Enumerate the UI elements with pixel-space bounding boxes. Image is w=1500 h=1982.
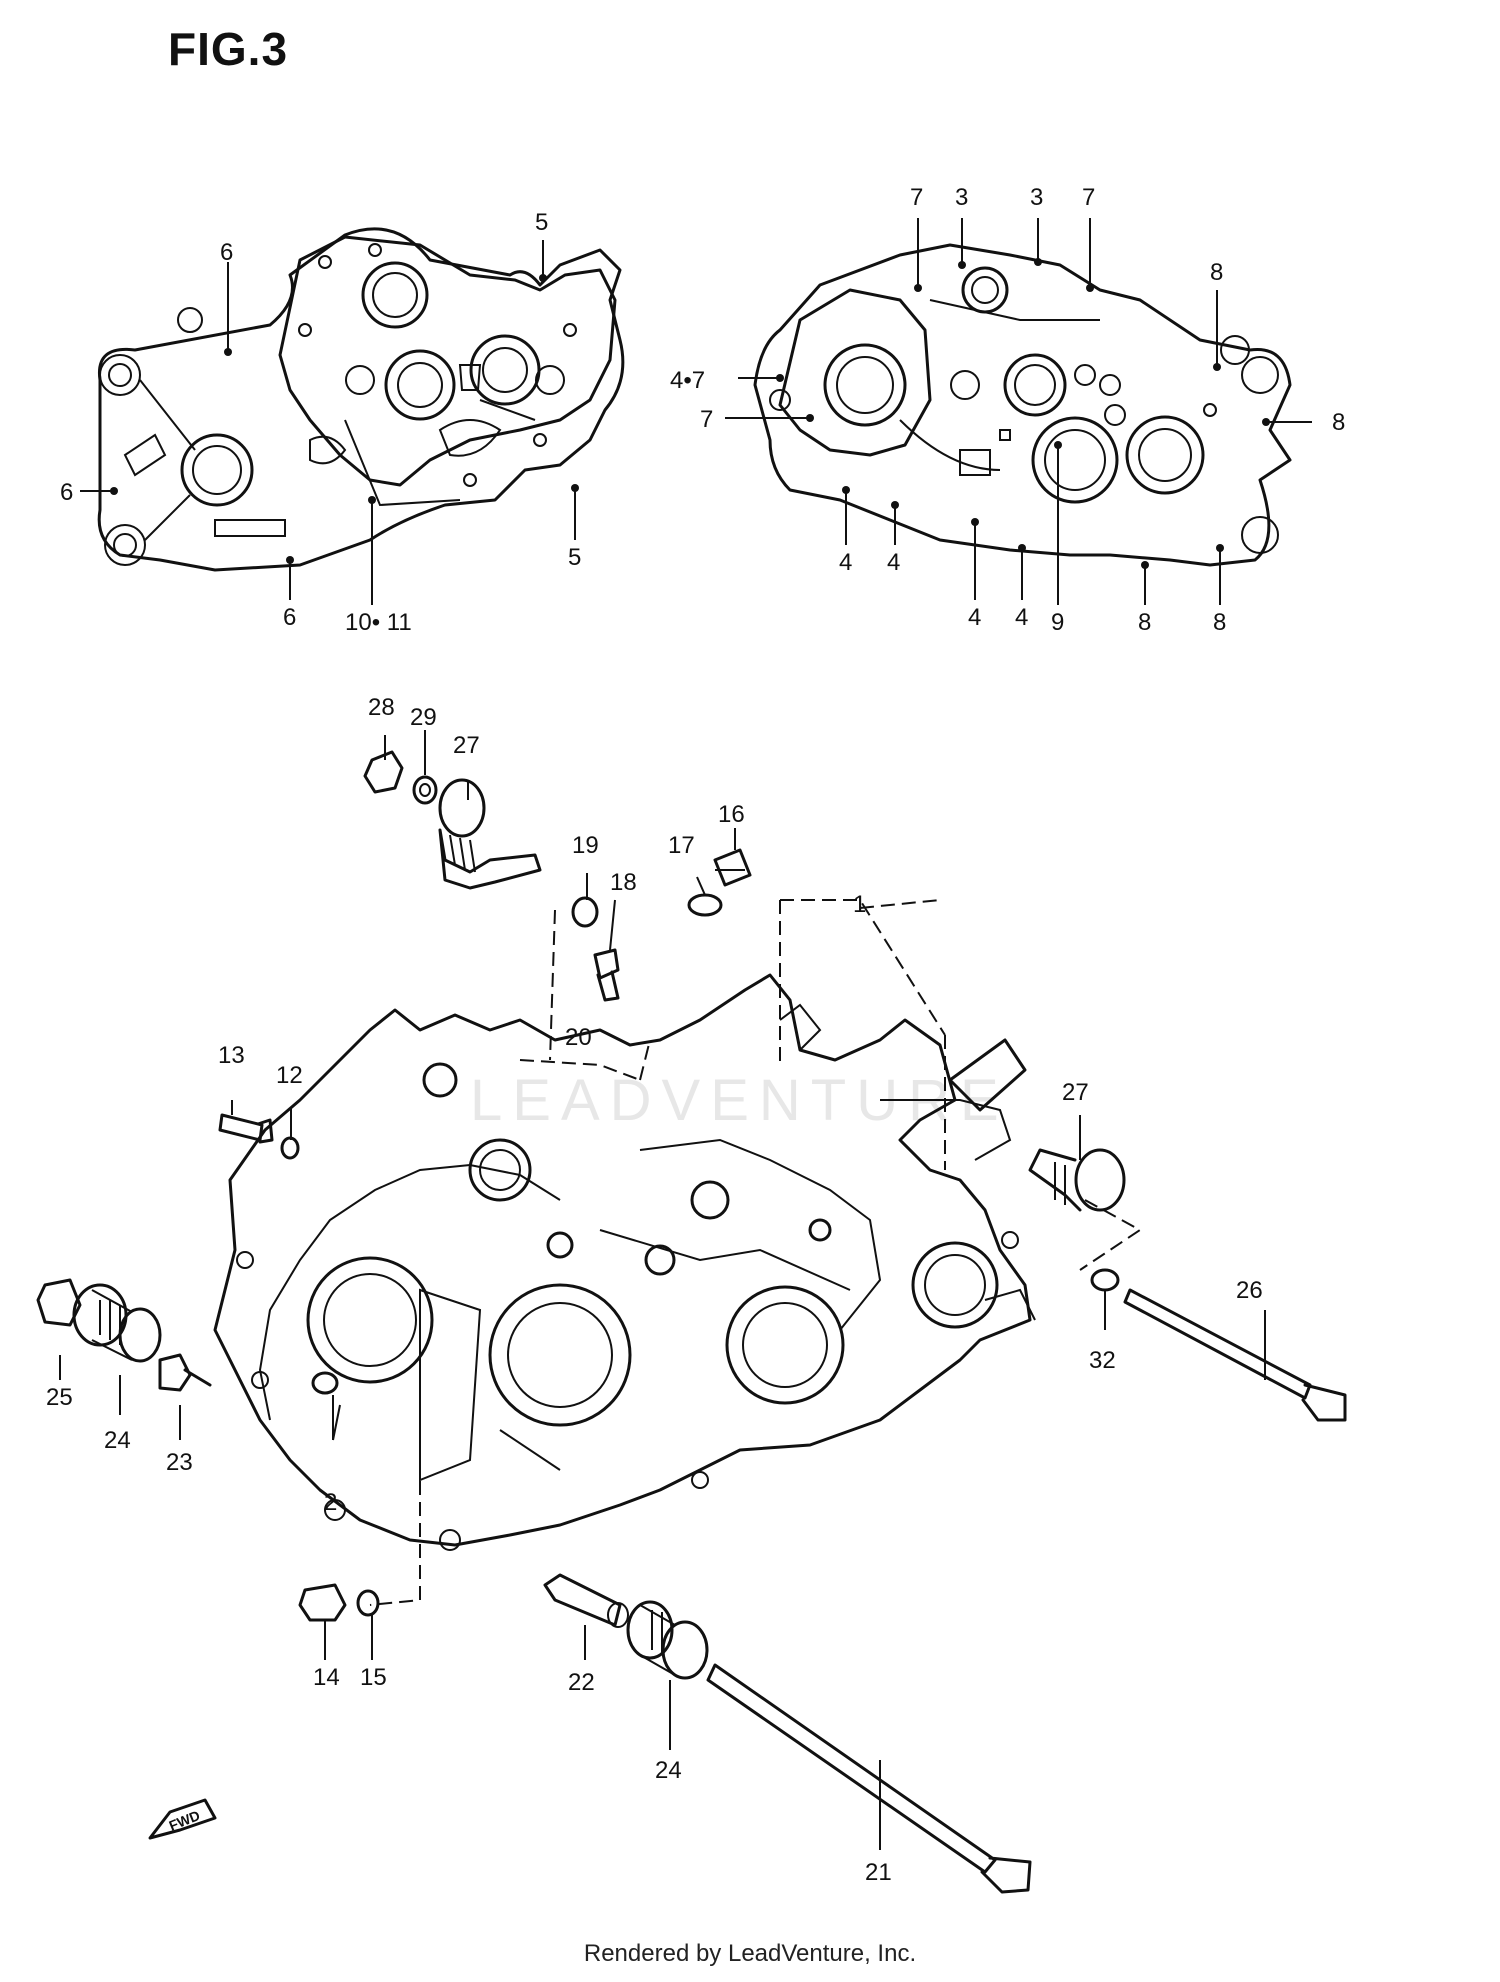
callout-label: 15 xyxy=(360,1664,387,1691)
part-19-washer xyxy=(571,896,599,928)
part-23-bolt xyxy=(158,1353,212,1392)
part-29-washer xyxy=(412,775,438,805)
footer-credit: Rendered by LeadVenture, Inc. xyxy=(583,1940,917,1967)
part-12-washer xyxy=(280,1136,300,1160)
callout-label: 20 xyxy=(565,1024,592,1051)
part-26-bolt xyxy=(1123,1288,1347,1422)
callout-label: 24 xyxy=(655,1757,682,1784)
assembly-bracket-20 xyxy=(519,909,651,1081)
callout-label: 4 xyxy=(1015,604,1028,631)
callout-label: 9 xyxy=(1051,609,1064,636)
callout-label: 32 xyxy=(1089,1347,1116,1374)
callout-label: 6 xyxy=(283,604,296,631)
fwd-arrow: FWD xyxy=(148,1798,217,1840)
part-21-bolt xyxy=(706,1663,1032,1894)
callout-label: 10• 11 xyxy=(345,609,412,636)
part-27-shaft-upper xyxy=(438,778,542,890)
callout-label: 27 xyxy=(1062,1079,1089,1106)
callout-label: 29 xyxy=(410,704,437,731)
callout-label: 8 xyxy=(1210,259,1223,286)
part-24-filter-left xyxy=(72,1283,162,1363)
callout-label: 25 xyxy=(46,1384,73,1411)
callout-label: 8 xyxy=(1332,409,1345,436)
callout-label: 4•7 xyxy=(670,367,705,394)
crankcase-left-half-view xyxy=(80,227,625,605)
part-18-bolt xyxy=(593,948,620,1002)
callout-label: 7 xyxy=(910,184,923,211)
callout-label: 17 xyxy=(668,832,695,859)
part-13-bolt xyxy=(218,1113,274,1144)
part-16-plug xyxy=(713,848,752,887)
crankcase-right-half-view xyxy=(725,218,1312,605)
callout-label: 23 xyxy=(166,1449,193,1476)
crankcase-assembly xyxy=(213,973,1036,1551)
callout-label: 5 xyxy=(535,209,548,236)
callout-label: 19 xyxy=(572,832,599,859)
callout-label: 26 xyxy=(1236,1277,1263,1304)
part-27-shaft-right xyxy=(1028,1148,1126,1212)
part-14-plug xyxy=(298,1583,347,1622)
callout-label: 16 xyxy=(718,801,745,828)
leader-1 xyxy=(859,899,941,909)
callout-label: 13 xyxy=(218,1042,245,1069)
callout-label: 8 xyxy=(1138,609,1151,636)
assembly-bracket-1 xyxy=(779,899,946,1170)
assembly-bracket-15 xyxy=(369,1460,421,1606)
part-24-filter-lower xyxy=(626,1600,709,1680)
callout-label: 27 xyxy=(453,732,480,759)
callout-label: 6 xyxy=(60,479,73,506)
callout-label: 12 xyxy=(276,1062,303,1089)
callout-label: 3 xyxy=(1030,184,1043,211)
part-32-washer xyxy=(1090,1268,1120,1292)
callout-label: 3 xyxy=(955,184,968,211)
part-17-o-ring xyxy=(687,893,723,917)
callout-label: 4 xyxy=(968,604,981,631)
part-28-nut xyxy=(363,750,404,794)
figure-title: FIG.3 xyxy=(168,23,289,75)
part-22-dowel xyxy=(543,1573,629,1628)
callout-label: 2 xyxy=(324,1489,337,1516)
callout-label: 8 xyxy=(1213,609,1226,636)
assembly-bracket-27 xyxy=(1079,1199,1142,1271)
callout-label: 21 xyxy=(865,1859,892,1886)
callout-label: 14 xyxy=(313,1664,340,1691)
callout-label: 7 xyxy=(1082,184,1095,211)
part-15-washer xyxy=(356,1589,380,1617)
callout-label: 4 xyxy=(887,549,900,576)
callout-label: 1 xyxy=(853,891,866,918)
callout-label: 22 xyxy=(568,1669,595,1696)
callout-label: 4 xyxy=(839,549,852,576)
callout-label: 7 xyxy=(700,406,713,433)
callout-label: 6 xyxy=(220,239,233,266)
callout-label: 5 xyxy=(568,544,581,571)
callout-label: 18 xyxy=(610,869,637,896)
part-25-nut xyxy=(36,1278,82,1327)
callout-label: 24 xyxy=(104,1427,131,1454)
part-2-dowel xyxy=(311,1371,339,1395)
callout-label: 28 xyxy=(368,694,395,721)
